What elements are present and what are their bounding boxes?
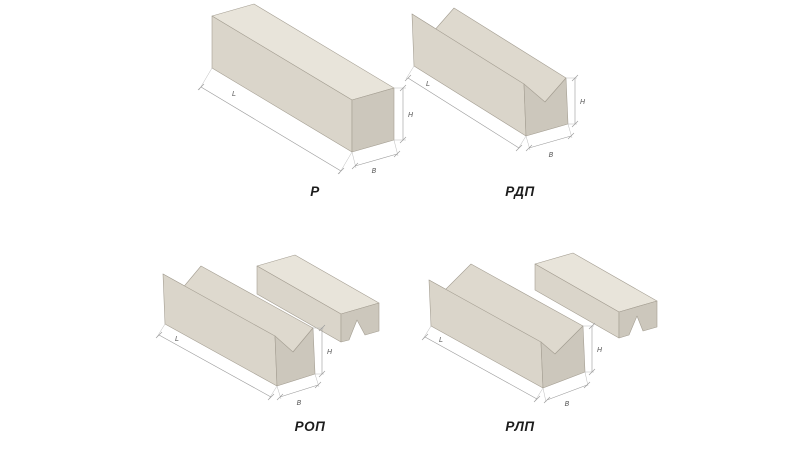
- tick: [567, 132, 575, 140]
- tick: [588, 322, 596, 330]
- beam-end-face: [523, 77, 569, 137]
- dim-label-length: L: [439, 336, 443, 344]
- beam-rdp-body: [411, 7, 569, 137]
- dim-label-width: B: [297, 399, 302, 407]
- figure-label-rdp: РДП: [505, 184, 535, 199]
- companion-block: [534, 252, 658, 339]
- dim-label-height: H: [597, 346, 603, 354]
- tick: [404, 74, 412, 82]
- block-end-face-notched: [618, 300, 658, 339]
- tick: [515, 144, 523, 152]
- tick: [314, 381, 322, 389]
- dim-label-height: H: [580, 98, 586, 106]
- ext-line: [338, 151, 353, 175]
- dim-line-length: [158, 334, 272, 398]
- companion-block: [256, 254, 380, 343]
- tick: [318, 370, 326, 378]
- tick: [571, 74, 579, 82]
- ext-line: [198, 67, 213, 91]
- beam-r-body: [211, 3, 395, 153]
- beam-end-face: [274, 327, 316, 387]
- dimension-lines: L H B: [155, 323, 333, 407]
- dim-line-width: [528, 135, 572, 149]
- beam-drawing-rop: L H B: [155, 254, 380, 407]
- tick: [276, 393, 284, 401]
- tick: [399, 136, 407, 144]
- dim-line-width: [546, 384, 588, 401]
- figure-rlp: L H B: [395, 240, 665, 445]
- tick: [571, 120, 579, 128]
- beam-drawing-rdp: L H B: [404, 7, 586, 159]
- tick: [318, 324, 326, 332]
- dim-label-length: L: [175, 335, 179, 343]
- tick: [155, 331, 163, 339]
- dimension-lines: L H B: [421, 322, 603, 408]
- block-end-face-notched: [340, 302, 380, 343]
- ext-line: [405, 65, 415, 80]
- dim-label-width: B: [565, 400, 570, 408]
- ext-line: [517, 135, 527, 150]
- tick: [533, 395, 541, 403]
- dim-line-width: [354, 153, 398, 167]
- dim-label-height: H: [327, 348, 333, 356]
- ext-line: [268, 385, 278, 400]
- ext-line: [156, 323, 166, 338]
- dimension-lines: L H B: [404, 65, 586, 159]
- ext-line: [422, 325, 432, 340]
- figure-rop: L H B: [125, 240, 395, 445]
- tick: [267, 393, 275, 401]
- dim-line-width: [279, 384, 319, 398]
- figure-rdp: L H B: [404, 0, 645, 210]
- dimension-lines: L H B: [197, 67, 414, 175]
- tick: [421, 333, 429, 341]
- tick: [583, 381, 591, 389]
- ext-line: [542, 387, 547, 403]
- beam-drawing-r: L H B: [197, 3, 414, 175]
- ext-line: [584, 371, 589, 387]
- figure-label-r: Р: [310, 184, 320, 199]
- tick: [351, 162, 359, 170]
- figure-label-rop: РОП: [294, 419, 326, 434]
- tick: [197, 83, 205, 91]
- tick: [588, 368, 596, 376]
- ext-line: [534, 387, 544, 402]
- tick: [399, 84, 407, 92]
- tick: [543, 396, 551, 404]
- beam-rop-body: [162, 265, 316, 387]
- tick: [337, 167, 345, 175]
- beam-drawing-rlp: L H B: [421, 252, 658, 408]
- dim-line-length: [407, 77, 520, 149]
- dim-label-height: H: [408, 111, 414, 119]
- figure-r: L H B: [135, 0, 415, 210]
- dim-line-length: [424, 336, 538, 400]
- dim-line-length: [200, 86, 342, 172]
- dim-label-width: B: [549, 151, 554, 159]
- beam-rlp-body: [428, 263, 586, 389]
- dim-label-length: L: [232, 90, 236, 98]
- beam-end-face: [540, 325, 586, 389]
- tick: [525, 144, 533, 152]
- tick: [393, 150, 401, 158]
- figure-label-rlp: РЛП: [505, 419, 535, 434]
- dim-label-width: B: [372, 167, 377, 175]
- dim-label-length: L: [426, 80, 430, 88]
